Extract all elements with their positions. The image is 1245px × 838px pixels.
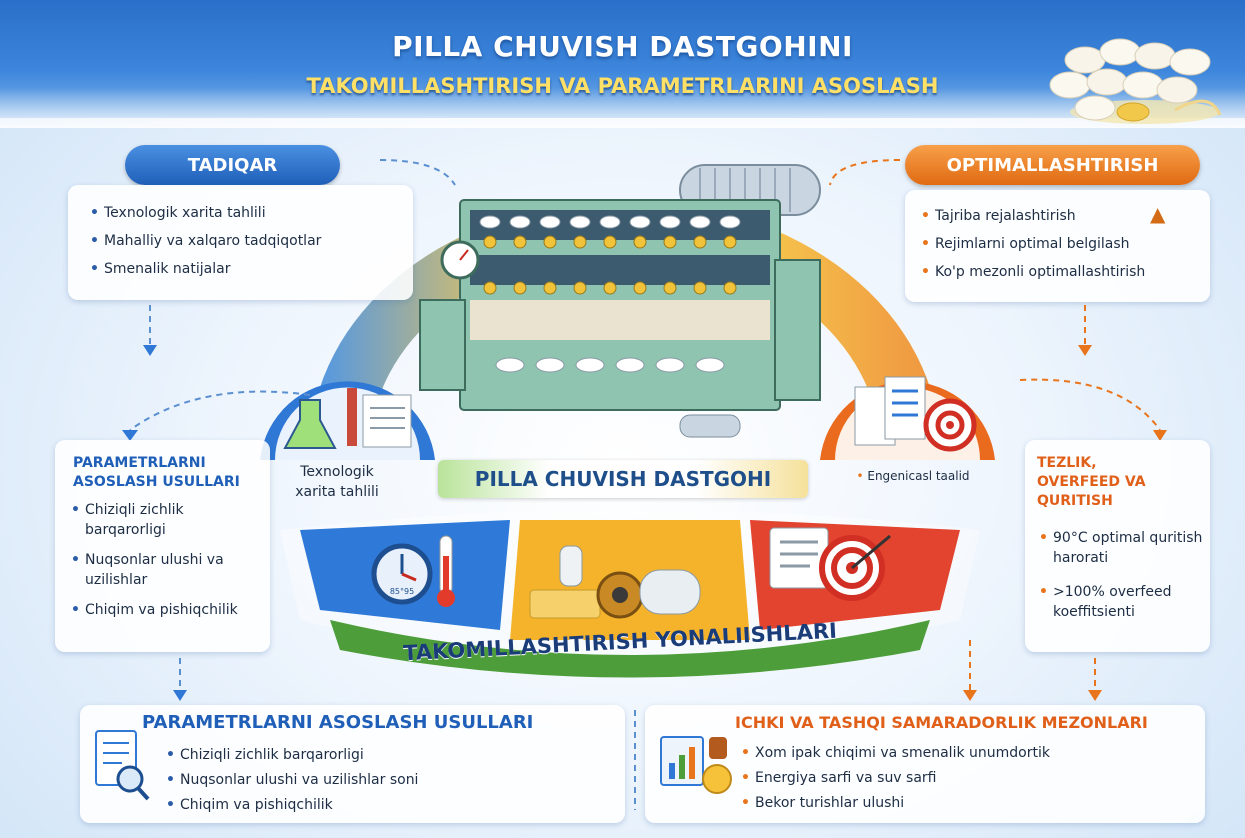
page-subtitle: TAKOMILLASHTIRISH VA PARAMETRLARINI ASOS… bbox=[306, 74, 939, 98]
chart-coins-icon bbox=[660, 736, 732, 794]
cocoon-reeling-machine-illustration bbox=[419, 164, 821, 438]
machine-title: PILLA CHUVISH DASTGOHI bbox=[474, 467, 772, 491]
bottom-left-item: Chiziqli zichlik barqarorligi bbox=[162, 745, 418, 765]
optimallashtirish-item: Ko'p mezonli optimallashtirish bbox=[917, 262, 1145, 282]
optimallashtirish-panel: Tajriba rejalashtirish Rejimlarni optima… bbox=[905, 190, 1210, 302]
header-glow bbox=[0, 88, 1245, 128]
tadqiqar-panel: Texnologik xarita tahlili Mahalliy va xa… bbox=[68, 185, 413, 300]
bottom-left-item: Chiqim va pishiqchilik bbox=[162, 795, 418, 815]
bottom-right-title: ICHKI VA TASHQI SAMARADORLIK MEZONLARI bbox=[735, 713, 1148, 732]
left-parameters-panel: PARAMETRLARNI ASOSLASH USULLARI Chiziqli… bbox=[55, 440, 270, 652]
gear-spool-icon bbox=[529, 545, 701, 619]
left-panel-title: PARAMETRLARNI bbox=[73, 455, 206, 471]
bottom-right-panel: ICHKI VA TASHQI SAMARADORLIK MEZONLARI X… bbox=[645, 705, 1205, 823]
page-title: PILLA CHUVISH DASTGOHINI bbox=[392, 30, 853, 63]
optimallashtirish-badge: OPTIMALLASHTIRISH bbox=[905, 145, 1200, 185]
right-speed-panel: TEZLIK, OVERFEED VA QURITISH 90°C optima… bbox=[1025, 440, 1210, 652]
machine-title-banner: PILLA CHUVISH DASTGOHI bbox=[438, 460, 808, 498]
chart-icon: ▲ bbox=[1150, 202, 1166, 226]
left-panel-item: Chiqim va pishiqchilik bbox=[67, 600, 257, 620]
left-panel-title: ASOSLASH USULLARI bbox=[73, 474, 240, 490]
document-magnifier-icon bbox=[95, 730, 150, 801]
center-right-label-text: Engenicasl taalid bbox=[867, 469, 970, 483]
optimallashtirish-label: OPTIMALLASHTIRISH bbox=[946, 154, 1159, 176]
tadqiqar-badge: TADIQAR bbox=[125, 145, 340, 185]
gauge-reading: 85°95 bbox=[390, 587, 414, 596]
tadqiqar-label: TADIQAR bbox=[187, 154, 278, 176]
center-left-label-line: xarita tahlili bbox=[295, 484, 379, 500]
tadqiqar-item: Smenalik natijalar bbox=[86, 259, 321, 279]
center-left-label: Texnologik xarita tahlili bbox=[272, 462, 402, 502]
center-right-label: • Engenicasl taalid bbox=[856, 469, 970, 483]
bottom-left-panel: PARAMETRLARNI ASOSLASH USULLARI Chiziqli… bbox=[80, 705, 625, 823]
center-left-label-line: Texnologik bbox=[300, 464, 374, 480]
optimallashtirish-item: Tajriba rejalashtirish bbox=[917, 206, 1145, 226]
bottom-left-title: PARAMETRLARNI ASOSLASH USULLARI bbox=[142, 712, 534, 733]
tadqiqar-item: Mahalliy va xalqaro tadqiqotlar bbox=[86, 231, 321, 251]
left-panel-item: Chiziqli zichlik barqarorligi bbox=[67, 500, 257, 540]
right-panel-title: QURITISH bbox=[1037, 493, 1113, 509]
bottom-right-item: Xom ipak chiqimi va smenalik unumdortik bbox=[737, 743, 1050, 763]
stopwatch-thermometer-icon: 85°95 bbox=[371, 535, 455, 607]
target-document-icon bbox=[769, 527, 891, 601]
bottom-right-item: Energiya sarfi va suv sarfi bbox=[737, 768, 1050, 788]
checklist-target-icon bbox=[820, 376, 995, 460]
left-panel-item: Nuqsonlar ulushi va uzilishlar bbox=[67, 550, 257, 590]
bottom-right-item: Bekor turishlar ulushi bbox=[737, 793, 1050, 813]
tadqiqar-item: Texnologik xarita tahlili bbox=[86, 203, 321, 223]
right-panel-item: >100% overfeed koeffitsienti bbox=[1035, 582, 1203, 622]
optimallashtirish-item: Rejimlarni optimal belgilash bbox=[917, 234, 1145, 254]
bottom-left-item: Nuqsonlar ulushi va uzilishlar soni bbox=[162, 770, 418, 790]
right-panel-title: OVERFEED VA bbox=[1037, 474, 1146, 490]
cocoons-illustration bbox=[1049, 38, 1222, 124]
right-panel-title: TEZLIK, bbox=[1037, 455, 1097, 471]
right-panel-item: 90°C optimal quritish harorati bbox=[1035, 528, 1203, 568]
laboratory-flask-icon bbox=[260, 381, 435, 460]
